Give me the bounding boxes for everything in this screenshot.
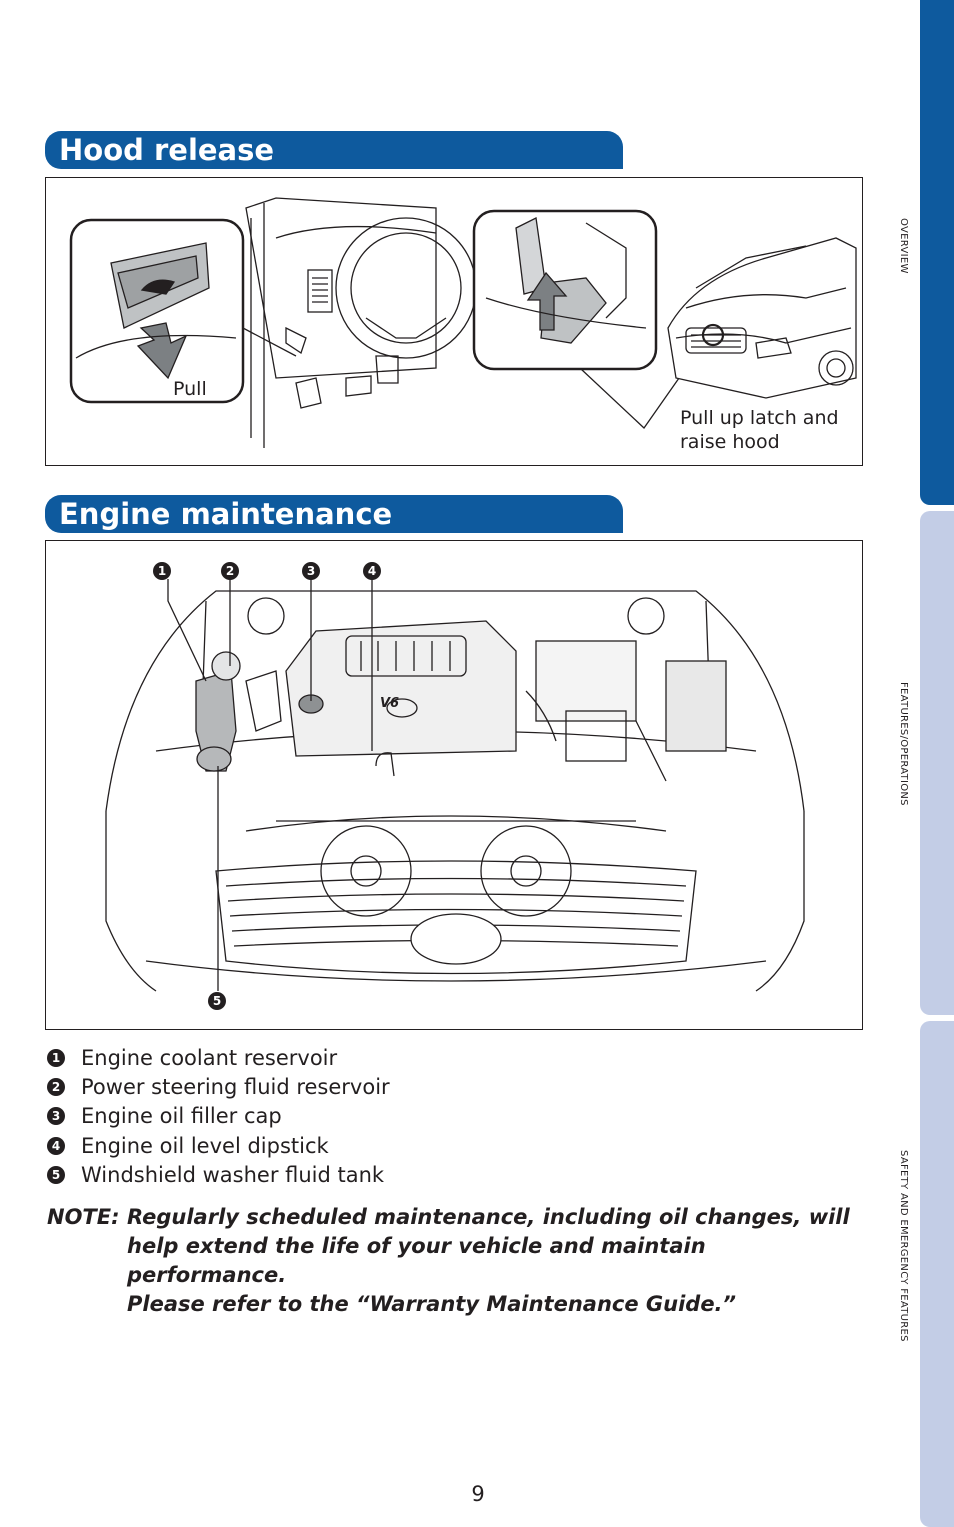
legend-item: 3 Engine oil filler cap bbox=[47, 1102, 390, 1131]
side-label-overview: OVERVIEW bbox=[898, 218, 909, 274]
page-number: 9 bbox=[471, 1482, 485, 1506]
diagram-callout-1: 1 bbox=[153, 562, 171, 580]
legend-label: Engine oil level dipstick bbox=[81, 1133, 329, 1158]
legend-number: 1 bbox=[47, 1048, 65, 1067]
diagram-callout-4: 4 bbox=[363, 562, 381, 580]
legend-label: Power steering fluid reservoir bbox=[81, 1074, 390, 1099]
engine-legend: 1 Engine coolant reservoir 2 Power steer… bbox=[47, 1043, 390, 1189]
legend-label: Windshield washer fluid tank bbox=[81, 1162, 385, 1187]
diagram-callout-5: 5 bbox=[208, 992, 226, 1010]
latch-label-line1: Pull up latch and bbox=[680, 407, 839, 429]
engine-bay-drawing bbox=[105, 579, 805, 992]
maintenance-note: NOTE: Regularly scheduled maintenance, i… bbox=[47, 1203, 867, 1319]
hood-release-title: Hood release bbox=[45, 131, 623, 169]
legend-item: 2 Power steering fluid reservoir bbox=[47, 1072, 390, 1101]
pull-label: Pull bbox=[173, 378, 207, 400]
legend-item: 5 Windshield washer fluid tank bbox=[47, 1160, 390, 1189]
engine-v6-badge: V6 bbox=[380, 696, 400, 711]
side-label-features: FEATURES/OPERATIONS bbox=[898, 682, 909, 806]
note-line-1: Regularly scheduled maintenance, includi… bbox=[127, 1205, 850, 1229]
legend-number: 2 bbox=[47, 1077, 65, 1096]
tab-safety-emergency[interactable] bbox=[920, 1021, 954, 1527]
legend-item: 4 Engine oil level dipstick bbox=[47, 1131, 390, 1160]
legend-label: Engine oil filler cap bbox=[81, 1104, 282, 1129]
hood-release-illustration bbox=[45, 177, 863, 466]
diagram-callout-2: 2 bbox=[221, 562, 239, 580]
side-label-safety: SAFETY AND EMERGENCY FEATURES bbox=[898, 1150, 909, 1342]
legend-number: 5 bbox=[47, 1165, 65, 1184]
hood-release-drawing bbox=[69, 197, 857, 448]
diagram-callout-3: 3 bbox=[302, 562, 320, 580]
note-line-2: help extend the life of your vehicle and… bbox=[127, 1234, 706, 1287]
engine-bay-illustration: 1 2 3 4 5 V6 bbox=[45, 540, 863, 1030]
note-prefix: NOTE: bbox=[47, 1205, 120, 1229]
tab-overview[interactable] bbox=[920, 0, 954, 505]
legend-item: 1 Engine coolant reservoir bbox=[47, 1043, 390, 1072]
legend-number: 3 bbox=[47, 1107, 65, 1126]
engine-maintenance-title: Engine maintenance bbox=[45, 495, 623, 533]
legend-label: Engine coolant reservoir bbox=[81, 1045, 338, 1070]
latch-label-line2: raise hood bbox=[680, 431, 780, 453]
note-line-3: Please refer to the “Warranty Maintenanc… bbox=[127, 1292, 737, 1316]
tab-features-operations[interactable] bbox=[920, 511, 954, 1015]
legend-number: 4 bbox=[47, 1136, 65, 1155]
